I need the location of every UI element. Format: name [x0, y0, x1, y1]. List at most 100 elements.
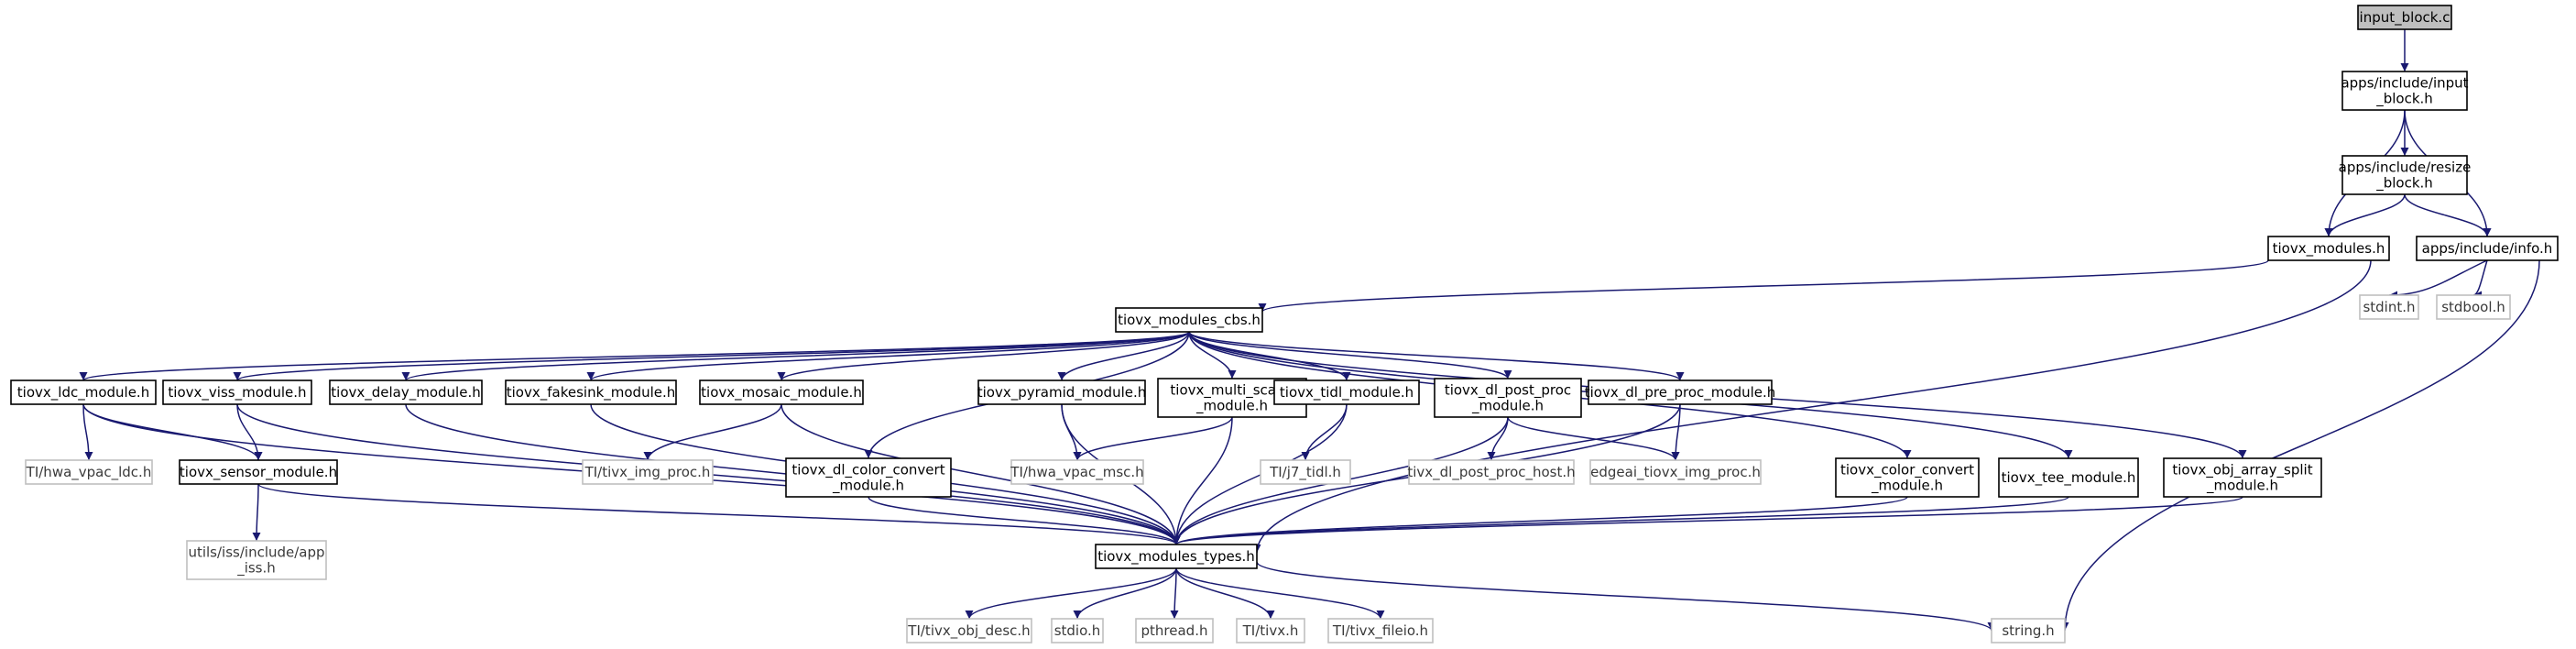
node-tivx-h: TI/tivx.h: [1236, 618, 1305, 644]
node-box: [1998, 457, 2139, 498]
edge-arrow: [965, 567, 1177, 620]
node-label: tiovx_multi_scaler: [1170, 382, 1294, 400]
edge-arrow: [1256, 561, 1996, 632]
edge-arrow: [1301, 403, 1348, 461]
edge-arrow: [1172, 496, 1908, 545]
edge-obj-array-split-h-to-modules-types-h: [1172, 496, 2243, 545]
edge-color-convert-h-to-modules-types-h: [1172, 496, 1908, 545]
node-stdint-h: stdint.h: [2359, 294, 2419, 320]
edge-modules-types-h-to-fileio-h: [1175, 567, 1385, 620]
node-label: stdint.h: [2363, 299, 2415, 315]
node-fakesink-module-h[interactable]: tiovx_fakesink_module.h: [505, 380, 677, 405]
node-input-block-h[interactable]: apps/include/input_block.h: [2341, 71, 2469, 111]
edge-arrow: [401, 331, 1190, 381]
node-input-block-c[interactable]: input_block.c: [2357, 5, 2452, 30]
node-label: TI/tivx.h: [1242, 622, 1299, 639]
node-sensor-module-h[interactable]: tiovx_sensor_module.h: [179, 459, 338, 485]
node-label: tiovx_sensor_module.h: [180, 464, 337, 481]
node-label: _iss.h: [236, 560, 276, 578]
edge-arrow: [586, 331, 1190, 381]
node-info-h[interactable]: apps/include/info.h: [2416, 236, 2559, 261]
edge-arrow: [1172, 496, 2069, 545]
node-box: [1095, 544, 1258, 569]
node-hwa-vpac-ldc-h: TI/hwa_vpac_ldc.h: [25, 459, 153, 485]
node-box: [906, 618, 1032, 644]
node-pthread-h: pthread.h: [1135, 618, 1214, 644]
node-label: tiovx_mosaic_module.h: [701, 384, 862, 402]
edge-arrow: [236, 403, 263, 461]
node-dl-post-proc-host-h: tivx_dl_post_proc_host.h: [1407, 459, 1576, 485]
edge-modules-types-h-to-pthread-h: [1170, 567, 1179, 620]
node-box: [179, 459, 338, 485]
node-box: [1135, 618, 1214, 644]
edge-arrow: [868, 496, 1181, 545]
edge-arrow: [643, 403, 782, 461]
node-ldc-module-h[interactable]: tiovx_ldc_module.h: [10, 380, 157, 405]
node-label: tiovx_tidl_module.h: [1280, 384, 1414, 402]
node-box: [1408, 459, 1575, 485]
node-label: TI/hwa_vpac_ldc.h: [26, 464, 152, 481]
node-j7-tidl-h: TI/j7_tidl.h: [1260, 459, 1351, 485]
edge-dl-color-convert-h-to-modules-types-h: [868, 496, 1181, 545]
node-dl-pre-proc-h[interactable]: tiovx_dl_pre_proc_module.h: [1585, 380, 1776, 405]
edge-mosaic-module-h-to-modules-types-h: [780, 403, 1181, 545]
node-label: tiovx_ldc_module.h: [17, 384, 149, 402]
node-modules-types-h[interactable]: tiovx_modules_types.h: [1095, 544, 1258, 569]
node-tidl-module-h[interactable]: tiovx_tidl_module.h: [1273, 380, 1420, 405]
node-box: [977, 380, 1146, 405]
node-cbs-h[interactable]: tiovx_modules_cbs.h: [1115, 307, 1263, 333]
node-pyramid-module-h[interactable]: tiovx_pyramid_module.h: [977, 380, 1147, 405]
edge-multi-scaler-h-to-modules-types-h: [1172, 416, 1233, 545]
node-dl-post-proc-h[interactable]: tiovx_dl_post_proc_module.h: [1434, 378, 1582, 418]
edge-cbs-h-to-mosaic-module-h: [777, 331, 1190, 381]
edge-arrow: [1188, 331, 1512, 380]
nodes-layer: input_block.c apps/include/input_block.ha…: [10, 5, 2559, 644]
edge-arrow: [1170, 567, 1179, 620]
node-label: tiovx_modules.h: [2273, 240, 2385, 258]
node-box: [2163, 457, 2322, 498]
node-box: [1588, 380, 1773, 405]
edge-arrow: [1073, 416, 1233, 461]
node-box: [1991, 618, 2066, 644]
edge-resize-block-h-to-info-h: [2404, 193, 2492, 237]
edge-dl-post-proc-h-to-dl-post-proc-host-h: [1487, 416, 1509, 461]
node-label: utils/iss/include/app: [188, 544, 324, 561]
node-dl-color-convert-h[interactable]: tiovx_dl_color_convert_module.h: [785, 457, 952, 498]
node-label: _block.h: [2375, 91, 2433, 108]
node-tee-module-h[interactable]: tiovx_tee_module.h: [1998, 457, 2139, 498]
edge-arrow: [257, 483, 1181, 545]
edge-mosaic-module-h-to-img-proc-h: [643, 403, 782, 461]
node-viss-module-h[interactable]: tiovx_viss_module.h: [162, 380, 312, 405]
node-obj-array-split-h[interactable]: tiovx_obj_array_split_module.h: [2163, 457, 2322, 498]
node-tiovx-modules-h[interactable]: tiovx_modules.h: [2267, 236, 2390, 261]
node-box: [329, 380, 483, 405]
node-box: [2416, 236, 2559, 261]
edge-tidl-module-h-to-j7-tidl-h: [1301, 403, 1348, 461]
node-label: TI/hwa_vpac_msc.h: [1010, 464, 1143, 481]
edge-sensor-module-h-to-modules-types-h: [257, 483, 1181, 545]
edge-arrow: [777, 331, 1190, 381]
edge-arrow: [1258, 259, 2269, 313]
edge-modules-types-h-to-obj-desc-h: [965, 567, 1177, 620]
node-resize-block-h[interactable]: apps/include/resize_block.h: [2339, 155, 2472, 195]
edge-arrow: [1252, 259, 2372, 554]
node-label: tiovx_viss_module.h: [168, 384, 306, 402]
node-box: [1589, 459, 1762, 485]
edge-arrow: [1487, 416, 1509, 461]
edge-arrow: [252, 483, 261, 542]
node-img-proc-h: TI/tivx_img_proc.h: [582, 459, 714, 485]
node-box: [505, 380, 677, 405]
node-label: tiovx_modules_types.h: [1097, 548, 1255, 566]
node-delay-module-h[interactable]: tiovx_delay_module.h: [329, 380, 483, 405]
node-box: [1835, 457, 1980, 498]
node-box: [162, 380, 312, 405]
node-label: tiovx_fakesink_module.h: [507, 384, 676, 402]
edge-cbs-h-to-fakesink-module-h: [586, 331, 1190, 381]
edge-cbs-h-to-viss-module-h: [233, 331, 1190, 381]
node-label: _module.h: [1471, 398, 1544, 415]
node-color-convert-h[interactable]: tiovx_color_convert_module.h: [1835, 457, 1980, 498]
node-mosaic-module-h[interactable]: tiovx_mosaic_module.h: [699, 380, 864, 405]
edge-cbs-h-to-dl-pre-proc-h: [1188, 331, 1685, 381]
edge-arrow: [1172, 496, 2243, 545]
